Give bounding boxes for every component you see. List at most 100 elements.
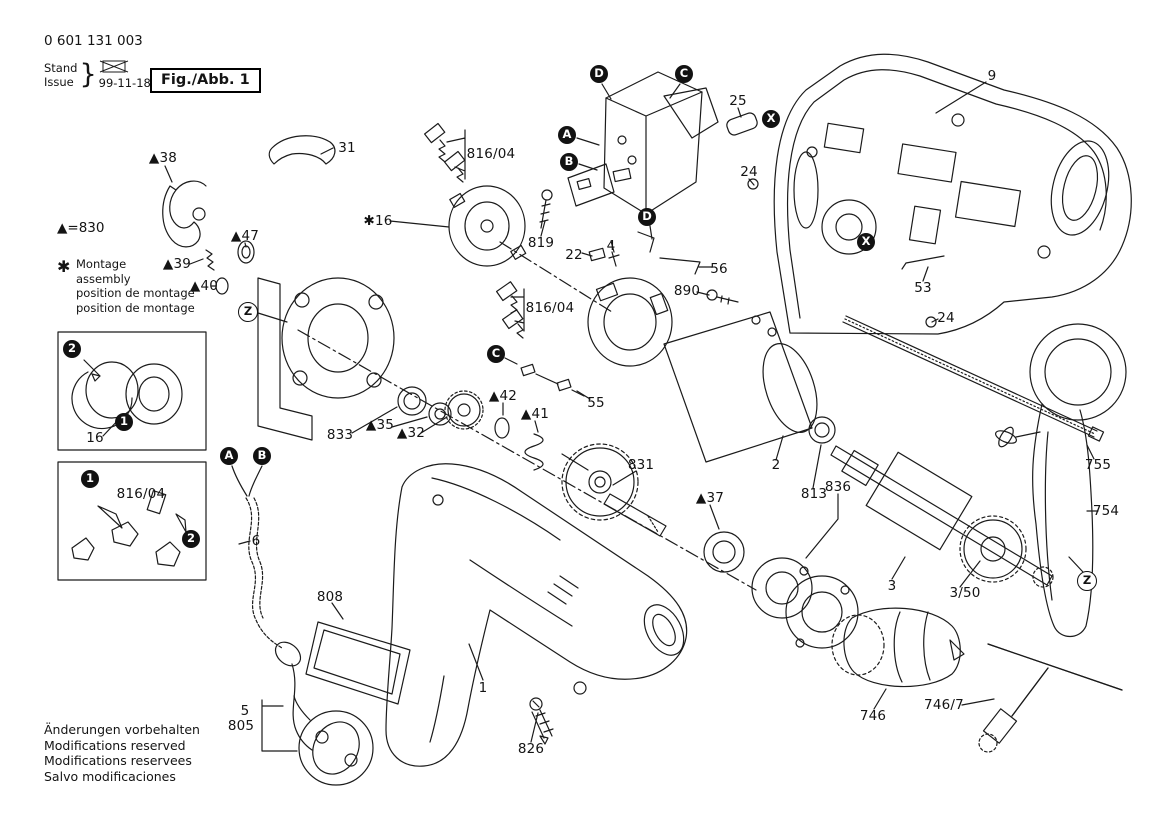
assembly-marker-d: D bbox=[638, 208, 656, 226]
part-callout: 1 bbox=[478, 680, 488, 696]
part-callout: ▲38 bbox=[148, 150, 178, 166]
figure-label: Fig./Abb. 1 bbox=[150, 68, 261, 93]
part-callout: 31 bbox=[338, 140, 356, 156]
mounting-note-line: Montage bbox=[76, 257, 127, 271]
revision-stamp-icon bbox=[99, 60, 128, 73]
part-callout: ▲32 bbox=[396, 425, 426, 441]
assembly-marker-x: X bbox=[857, 233, 875, 251]
part-callout: 6 bbox=[251, 533, 261, 549]
part-callout: ▲35 bbox=[365, 417, 395, 433]
drawing-part-number: 0 601 131 003 bbox=[44, 33, 143, 49]
part-callout: 836 bbox=[824, 479, 852, 495]
assembly-marker-2: 2 bbox=[182, 530, 200, 548]
assembly-marker-z: Z bbox=[238, 302, 258, 322]
issue-label: Issue bbox=[44, 75, 74, 89]
part-callout: 755 bbox=[1084, 457, 1112, 473]
part-callout: 813 bbox=[800, 486, 828, 502]
chuck-key bbox=[978, 643, 1123, 753]
main-drill-body bbox=[385, 463, 688, 767]
assembly-marker-b: B bbox=[253, 447, 271, 465]
rotor-bearing-813 bbox=[808, 416, 836, 444]
inset-brush-mount-detail bbox=[57, 461, 207, 581]
part-callout: ▲37 bbox=[695, 490, 725, 506]
part-callout: 2 bbox=[771, 457, 781, 473]
assembly-axis-lines bbox=[297, 241, 757, 591]
triangle-legend-note: ▲=830 bbox=[57, 220, 105, 236]
motor-housing-shell bbox=[747, 53, 1132, 335]
part-callout: 816/04 bbox=[525, 300, 575, 316]
part-callout: 754 bbox=[1092, 503, 1120, 519]
part-callout: 746/7 bbox=[924, 697, 964, 713]
part-callout: ▲39 bbox=[162, 256, 192, 272]
assembly-marker-b: B bbox=[560, 153, 578, 171]
mounting-note-line: assembly bbox=[76, 271, 131, 286]
part-callout: ▲42 bbox=[488, 388, 518, 404]
part-callout: 3/50 bbox=[949, 585, 981, 601]
stamp-brace: } bbox=[79, 59, 97, 90]
part-callout: 16 bbox=[86, 430, 104, 446]
part-callout: 816/04 bbox=[466, 146, 516, 162]
assembly-marker-1: 1 bbox=[115, 413, 133, 431]
part-callout: 808 bbox=[316, 589, 344, 605]
revision-stamp: Stand Issue } 99-11-18 bbox=[44, 59, 151, 91]
field-stator bbox=[663, 311, 818, 463]
assembly-marker-2: 2 bbox=[63, 340, 81, 358]
chuck bbox=[831, 607, 965, 688]
lever-parts bbox=[162, 135, 336, 295]
part-callout: ✱16 bbox=[363, 213, 393, 229]
part-callout: 746 bbox=[859, 708, 887, 724]
modifications-notice: Änderungen vorbehalten Modifications res… bbox=[44, 722, 200, 784]
part-callout: 805 bbox=[227, 718, 255, 734]
part-callout: 833 bbox=[326, 427, 354, 443]
modifications-line: Modifications reserved bbox=[44, 737, 186, 753]
armature bbox=[830, 445, 1054, 588]
mounting-note-line: position de montage bbox=[76, 286, 195, 300]
assembly-marker-c: C bbox=[675, 65, 693, 83]
cord-assembly bbox=[231, 465, 411, 786]
gear-train bbox=[397, 386, 667, 537]
screw-826 bbox=[529, 697, 554, 745]
part-callout: 24 bbox=[740, 164, 758, 180]
modifications-line: Änderungen vorbehalten bbox=[44, 722, 200, 737]
modifications-line: Salvo modificaciones bbox=[44, 768, 176, 784]
part-callout: 9 bbox=[987, 68, 997, 84]
assembly-marker-c: C bbox=[487, 345, 505, 363]
assembly-marker-x: X bbox=[762, 110, 780, 128]
assembly-marker-a: A bbox=[558, 126, 576, 144]
part-callout: 24 bbox=[937, 310, 955, 326]
stand-label: Stand bbox=[44, 61, 78, 75]
assembly-marker-z: Z bbox=[1077, 571, 1097, 591]
leader-lines bbox=[102, 81, 1099, 752]
part-callout: 5 bbox=[240, 703, 250, 719]
mounting-position-note: Montage assembly position de montage pos… bbox=[76, 257, 195, 315]
part-callout: 831 bbox=[627, 457, 655, 473]
part-callout: 55 bbox=[587, 395, 605, 411]
part-callout: 826 bbox=[517, 741, 545, 757]
depth-stop-rod bbox=[842, 315, 1105, 442]
brush-plate-lower bbox=[495, 277, 673, 397]
part-callout: 56 bbox=[710, 261, 728, 277]
gearbox-housing bbox=[257, 277, 395, 441]
part-callout: ▲47 bbox=[230, 228, 260, 244]
part-callout: 890 bbox=[673, 283, 701, 299]
brush-plate-upper bbox=[424, 122, 527, 267]
part-callout: 22 bbox=[565, 247, 583, 263]
part-callout: 53 bbox=[914, 280, 932, 296]
issue-date: 99-11-18 bbox=[98, 76, 151, 90]
assembly-marker-a: A bbox=[220, 447, 238, 465]
part-callout: 3 bbox=[887, 578, 897, 594]
part-callout: 816/04 bbox=[116, 486, 166, 502]
part-callout: 819 bbox=[527, 235, 555, 251]
part-callout: 4 bbox=[606, 238, 616, 254]
part-callout: 25 bbox=[729, 93, 747, 109]
assembly-marker-1: 1 bbox=[81, 470, 99, 488]
part-callout: ▲40 bbox=[189, 278, 219, 294]
part-callout: ▲41 bbox=[520, 406, 550, 422]
star-legend-symbol: ✱ bbox=[57, 257, 71, 276]
modifications-line: Modifications reservees bbox=[44, 753, 192, 768]
auxiliary-handle bbox=[995, 323, 1127, 638]
